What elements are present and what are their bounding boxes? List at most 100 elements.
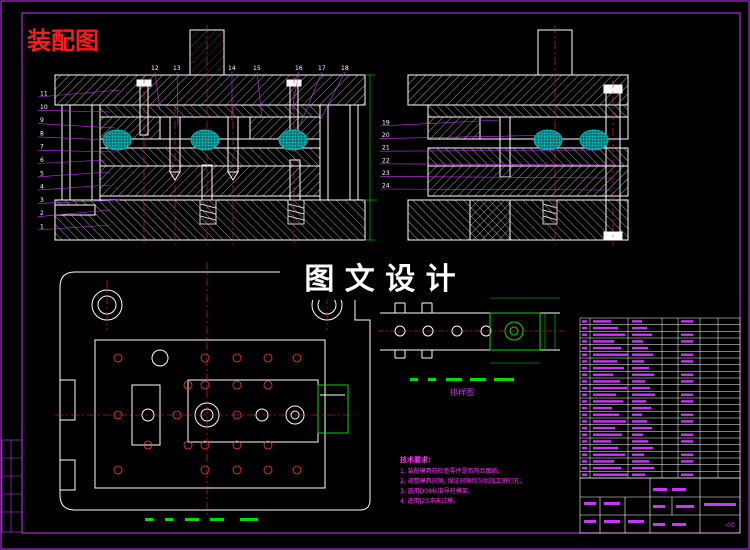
table-cell-text bbox=[593, 406, 612, 410]
table-cell-text bbox=[593, 446, 618, 450]
table-cell-text bbox=[582, 406, 587, 410]
table-cell-text bbox=[632, 466, 654, 470]
table-cell-text bbox=[582, 386, 587, 390]
watermark-text: 图 文 设 计 bbox=[304, 262, 455, 297]
table-cell-text bbox=[582, 340, 587, 343]
table-cell-text bbox=[582, 473, 587, 476]
table-cell-text bbox=[681, 340, 693, 343]
side-section-view bbox=[407, 29, 629, 241]
table-cell-text bbox=[593, 326, 618, 330]
table-cell-text bbox=[632, 366, 649, 370]
table-cell-text bbox=[632, 393, 655, 396]
table-cell-text bbox=[632, 413, 642, 416]
table-cell-text bbox=[593, 400, 623, 403]
table-cell-text bbox=[582, 393, 587, 396]
balloon-label: 1 bbox=[40, 224, 44, 231]
table-cell-text bbox=[681, 460, 693, 463]
table-cell-text bbox=[582, 333, 587, 336]
balloon-label: 3 bbox=[40, 197, 44, 204]
table-cell-text bbox=[593, 433, 622, 436]
balloon-label: 7 bbox=[40, 144, 44, 151]
table-cell-text bbox=[632, 460, 649, 463]
table-cell-text bbox=[632, 426, 652, 430]
table-cell-text bbox=[681, 360, 693, 363]
strip-dimensions bbox=[490, 297, 560, 364]
table-cell-text bbox=[582, 380, 587, 383]
leader-line bbox=[37, 159, 106, 164]
table-cell-text bbox=[593, 473, 628, 476]
table-cell-text bbox=[681, 333, 693, 336]
table-cell-text bbox=[681, 320, 693, 323]
balloon-label: 12 bbox=[151, 65, 159, 72]
table-cell-text bbox=[632, 380, 645, 383]
table-cell-text bbox=[632, 373, 654, 376]
leader-line bbox=[379, 119, 501, 127]
balloon-label: 19 bbox=[382, 120, 390, 127]
table-cell-text bbox=[593, 373, 613, 376]
table-cell-text bbox=[582, 400, 587, 403]
technical-notes: 技术要求: 1. 装配模具前检查零件是否符合图纸; 2. 调整模具间隙, 保证间… bbox=[400, 455, 521, 505]
table-cell-text bbox=[632, 440, 648, 443]
table-cell-text bbox=[582, 426, 587, 430]
table-cell-text bbox=[681, 440, 693, 443]
table-cell-text bbox=[632, 406, 651, 410]
table-cell-text bbox=[582, 320, 587, 323]
table-cell-text bbox=[681, 453, 693, 456]
leader-line bbox=[37, 171, 111, 178]
table-cell-text bbox=[632, 326, 647, 330]
leader-line bbox=[154, 71, 161, 111]
note-line-4: 4. 选用J23冲床试模。 bbox=[400, 497, 459, 505]
side-center-lines bbox=[554, 25, 614, 245]
leader-line bbox=[37, 110, 111, 113]
front-dimensions bbox=[363, 74, 377, 241]
balloon-label: 16 bbox=[295, 65, 303, 72]
note-line-1: 1. 装配模具前检查零件是否符合图纸; bbox=[400, 467, 500, 475]
table-cell-text bbox=[632, 340, 643, 343]
front-section-view bbox=[54, 29, 366, 241]
balloon-label: 17 bbox=[318, 65, 326, 72]
leader-line bbox=[379, 163, 616, 166]
balloon-label: 20 bbox=[382, 132, 390, 139]
strip-labels bbox=[410, 378, 514, 381]
table-cell-text bbox=[582, 420, 587, 423]
balloon-label: 23 bbox=[382, 170, 390, 177]
balloon-label: 14 bbox=[228, 65, 236, 72]
leader-line bbox=[37, 224, 111, 231]
table-cell-text bbox=[593, 460, 614, 463]
table-cell-text bbox=[582, 360, 587, 363]
table-cell-text bbox=[593, 380, 620, 383]
table-cell-text bbox=[681, 353, 693, 356]
balloon-label: 21 bbox=[382, 145, 390, 152]
balloon-label: 8 bbox=[40, 130, 44, 137]
table-cell-text bbox=[681, 373, 693, 376]
table-cell-text bbox=[593, 320, 611, 323]
leader-line bbox=[37, 149, 116, 153]
parts-list-table bbox=[579, 317, 741, 479]
table-cell-text bbox=[632, 333, 652, 336]
front-center-lines bbox=[143, 25, 295, 245]
balloon-label: 2 bbox=[40, 210, 44, 217]
leader-line bbox=[379, 149, 601, 152]
table-cell-text bbox=[681, 413, 693, 416]
strip-layout bbox=[380, 302, 560, 359]
drawing-number: -00 bbox=[725, 522, 735, 529]
table-cell-text bbox=[593, 366, 624, 370]
table-cell-text bbox=[582, 373, 587, 376]
table-cell-text bbox=[593, 466, 621, 470]
balloon-label: 6 bbox=[40, 157, 44, 164]
table-cell-text bbox=[681, 473, 693, 476]
plan-view bbox=[59, 271, 371, 511]
balloon-label: 22 bbox=[382, 157, 390, 164]
table-cell-text bbox=[593, 353, 628, 356]
table-cell-text bbox=[632, 453, 644, 456]
table-cell-text bbox=[582, 346, 587, 350]
table-cell-text bbox=[582, 446, 587, 450]
leader-line bbox=[299, 71, 323, 126]
title-block bbox=[579, 477, 741, 534]
table-cell-text bbox=[632, 360, 644, 363]
table-cell-text bbox=[632, 346, 648, 350]
balloon-label: 10 bbox=[40, 104, 48, 111]
table-cell-text bbox=[593, 413, 619, 416]
balloon-label: 4 bbox=[40, 184, 44, 191]
